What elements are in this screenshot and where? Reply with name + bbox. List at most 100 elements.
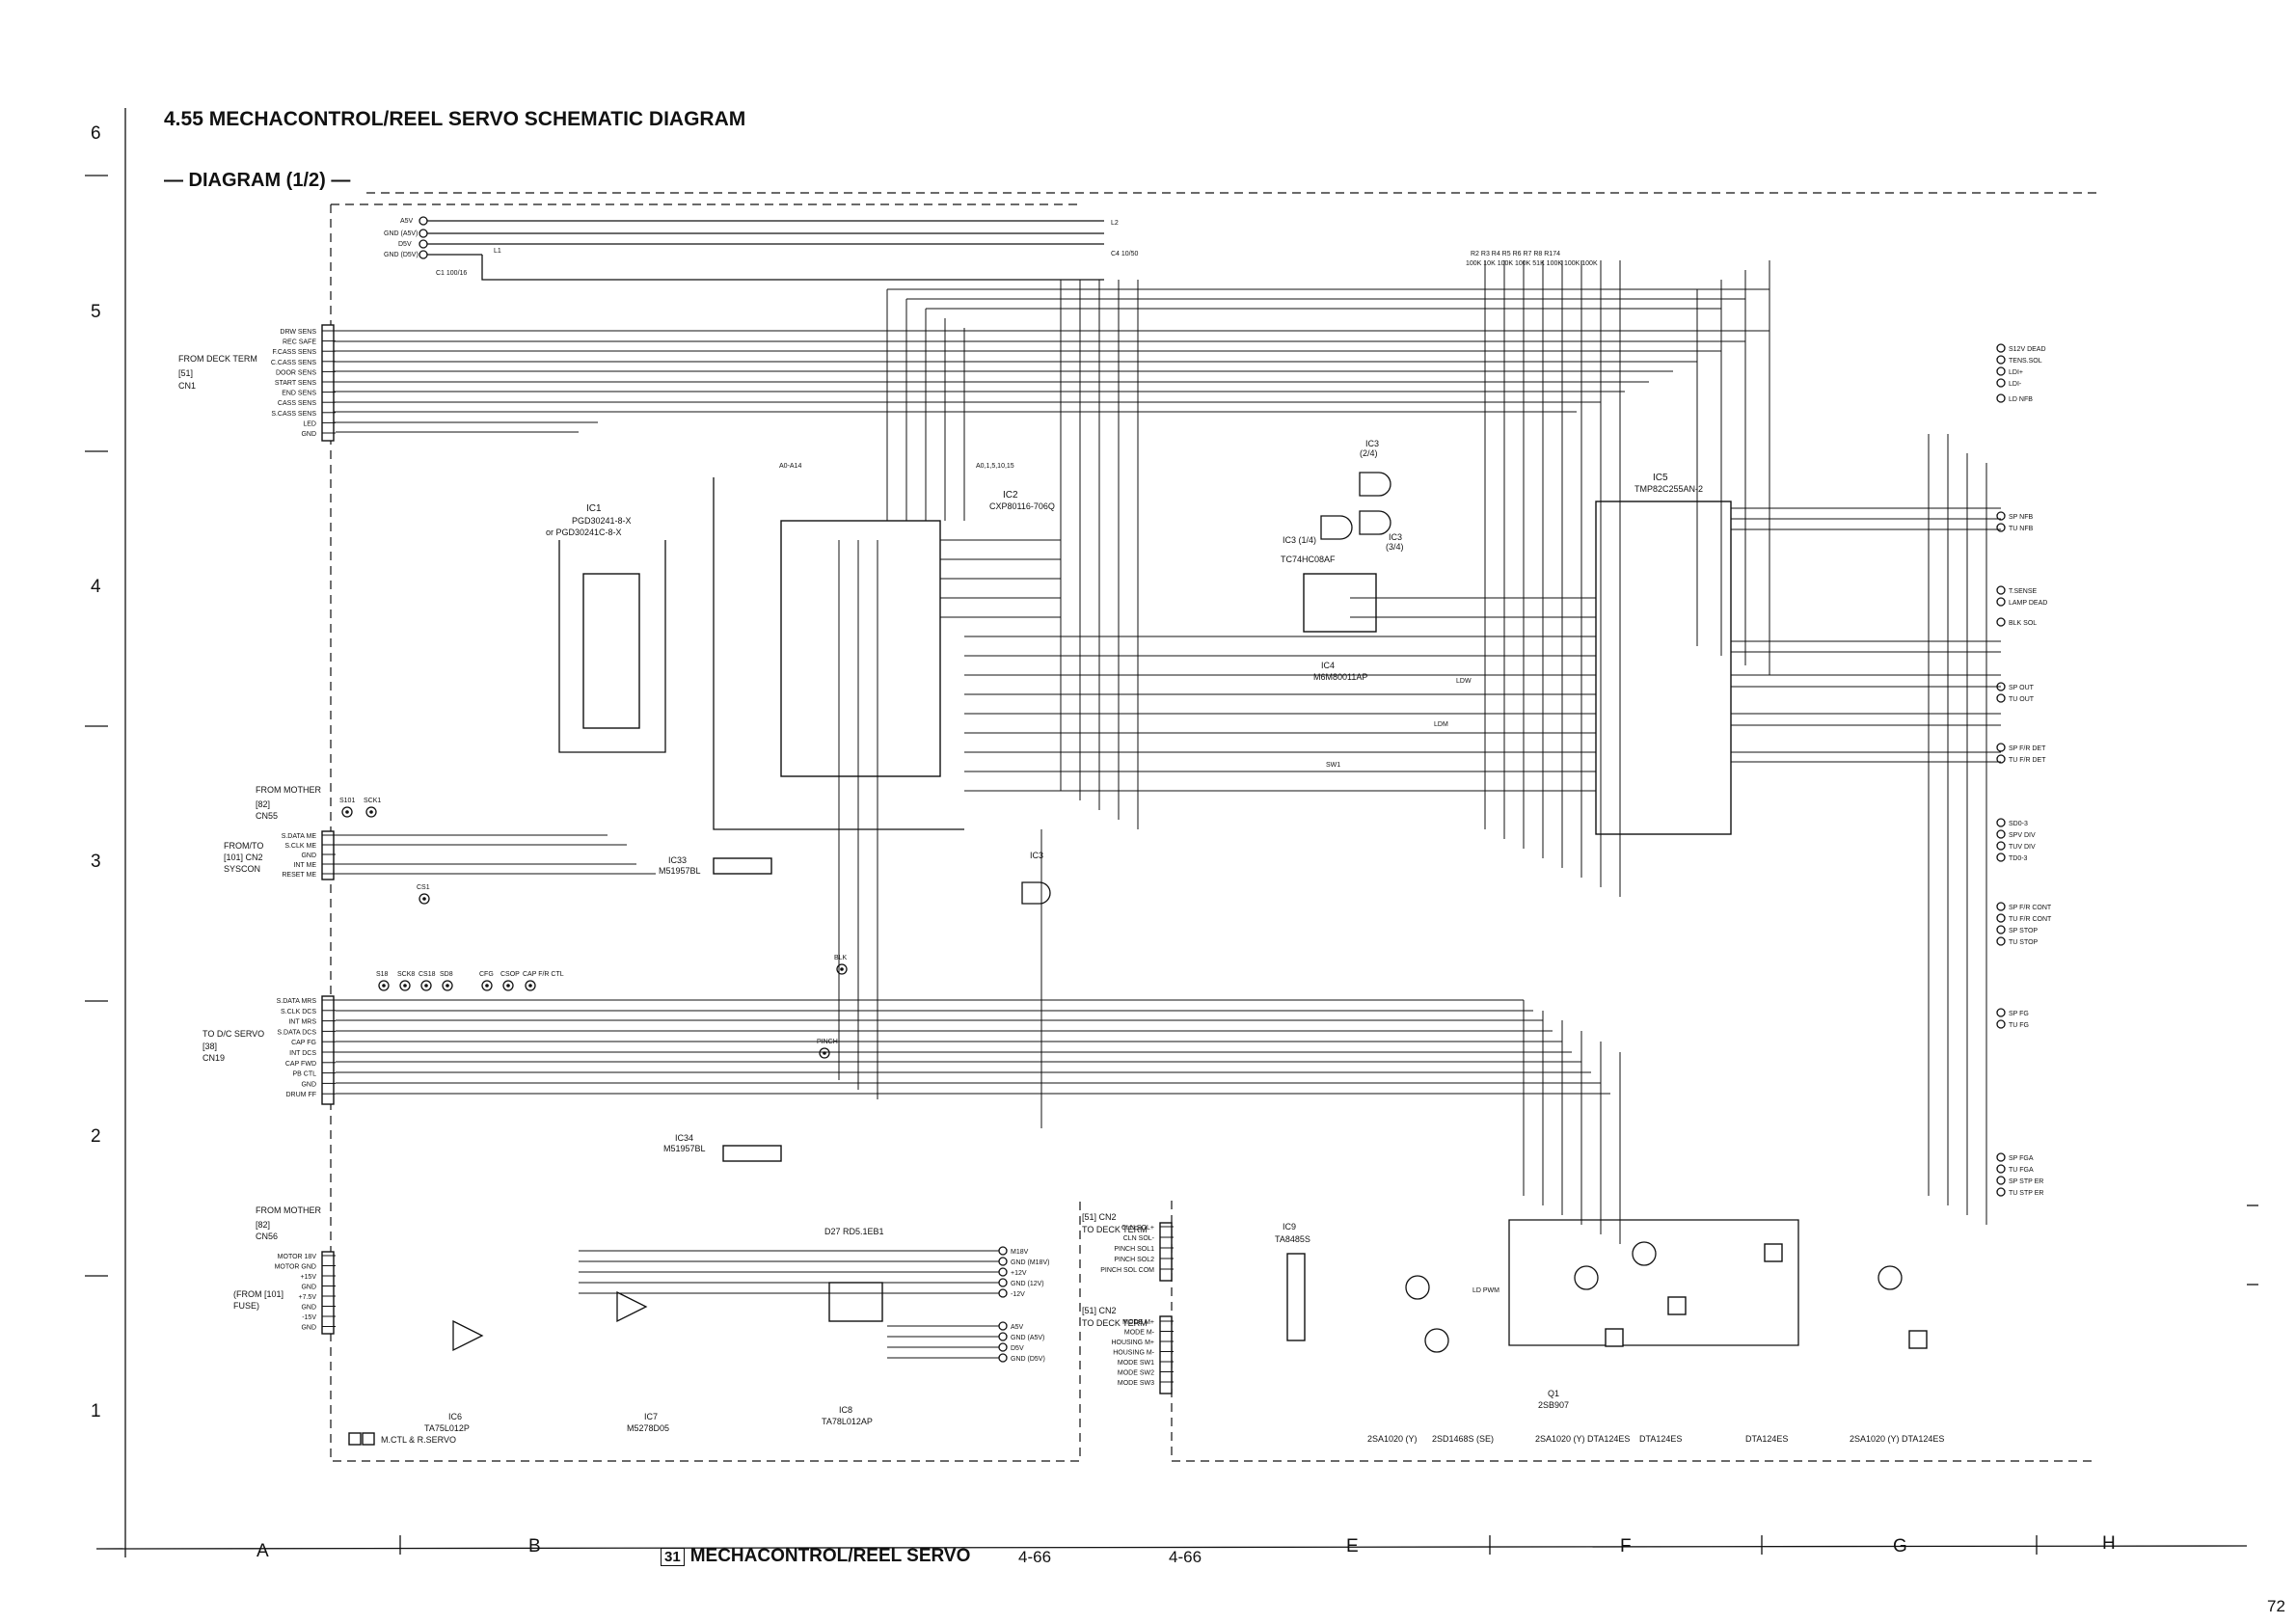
- cn1-pin-label: S.CASS SENS: [271, 411, 316, 418]
- cn19-pin-label: CAP FWD: [285, 1061, 316, 1068]
- grid-col-label: A: [257, 1541, 269, 1561]
- svg-text:M51957BL: M51957BL: [659, 866, 701, 876]
- cn1-pin-label: C.CASS SENS: [271, 360, 316, 366]
- test-point-label: S101: [339, 798, 355, 804]
- test-point-label: CS1: [417, 884, 430, 891]
- svg-text:IC9: IC9: [1283, 1222, 1296, 1232]
- svg-text:Q1: Q1: [1548, 1389, 1559, 1398]
- output-terminal: TU STP ER: [2009, 1190, 2043, 1197]
- resistor-array-top: R2 R3 R4 R5 R6 R7 R8 R174 100K 10K 100K …: [1466, 251, 1598, 267]
- svg-text:R2 R3 R4 R5 R6 R7 R8 R174: R2 R3 R4 R5 R6 R7 R8 R174: [1471, 251, 1560, 257]
- grid-row-label: 5: [91, 302, 101, 322]
- svg-text:2SD1468S (SE): 2SD1468S (SE): [1432, 1434, 1494, 1444]
- svg-text:GND (A5V): GND (A5V): [384, 230, 418, 237]
- cn19-pin-label: INT MRS: [288, 1019, 316, 1026]
- output-terminal: SP FG: [2009, 1011, 2029, 1017]
- svg-text:IC8: IC8: [839, 1405, 852, 1415]
- cn56-pin-label: -15V: [302, 1314, 316, 1321]
- svg-text:FROM MOTHER: FROM MOTHER: [256, 785, 321, 795]
- svg-text:M.CTL & R.SERVO: M.CTL & R.SERVO: [381, 1435, 456, 1445]
- page-subtitle: — DIAGRAM (1/2) —: [164, 170, 351, 191]
- footer-ref: 4-66: [1169, 1548, 1202, 1566]
- output-terminal: LAMP DEAD: [2009, 600, 2047, 607]
- page-number: 72: [2267, 1597, 2285, 1615]
- svg-text:TA78L012AP: TA78L012AP: [822, 1417, 873, 1426]
- cn1-pin-label: START SENS: [275, 380, 317, 387]
- svg-text:C1 100/16: C1 100/16: [436, 270, 467, 277]
- svg-text:M5278D05: M5278D05: [627, 1423, 669, 1433]
- output-terminal: TU FGA: [2009, 1167, 2034, 1174]
- svg-text:L2: L2: [1111, 220, 1119, 227]
- test-point-label: BLK: [834, 955, 848, 961]
- svg-text:IC3: IC3: [1365, 439, 1379, 448]
- output-terminal: TU OUT: [2009, 696, 2035, 703]
- bus-wires: [838, 260, 1987, 1244]
- svg-text:M6M80011AP: M6M80011AP: [1313, 672, 1367, 682]
- output-terminal: SPV DIV: [2009, 832, 2036, 839]
- cn55-pin-label: S.CLK ME: [284, 843, 316, 850]
- svg-text:IC2: IC2: [1003, 490, 1018, 501]
- ldm-label: LDM: [1434, 721, 1448, 728]
- cn56-pin-label: GND: [301, 1325, 316, 1332]
- svg-text:[38]: [38]: [203, 1042, 217, 1051]
- test-point-label: SCK8: [397, 971, 415, 978]
- cn56-pin-label: GND: [301, 1305, 316, 1312]
- svg-text:GND (D5V): GND (D5V): [384, 252, 419, 258]
- grid-col-label: H: [2102, 1533, 2116, 1554]
- grid-row-label: 4: [91, 577, 101, 597]
- svg-text:IC3: IC3: [1030, 851, 1043, 860]
- cn56-pin-label: +15V: [300, 1274, 316, 1281]
- output-terminal: SP STOP: [2009, 928, 2038, 934]
- power-output-label: A5V: [1011, 1324, 1024, 1331]
- ic1-chip: IC1 PGD30241-8-X or PGD30241C-8-X: [546, 503, 666, 753]
- output-terminal: LDI+: [2009, 369, 2023, 376]
- cn19-pin-label: INT DCS: [289, 1050, 316, 1057]
- grid-col-label: B: [528, 1536, 541, 1556]
- cn1-pin-label: GND: [301, 431, 316, 438]
- output-terminal: TU STOP: [2009, 939, 2039, 946]
- cn56-pin-label: +7.5V: [299, 1294, 317, 1301]
- cn55-pin-label: INT ME: [293, 862, 316, 869]
- cn1-pin-label: LED: [303, 420, 316, 427]
- cn1-pin-label: DOOR SENS: [276, 369, 316, 376]
- svg-text:TA8485S: TA8485S: [1275, 1234, 1310, 1244]
- output-terminal: SP FGA: [2009, 1155, 2034, 1162]
- output-terminal: TU NFB: [2009, 526, 2034, 532]
- power-output-label: GND (D5V): [1011, 1356, 1045, 1363]
- cn3-pin-label: MODE SW3: [1118, 1380, 1154, 1387]
- svg-text:IC33: IC33: [668, 855, 687, 865]
- svg-text:TO D/C SERVO: TO D/C SERVO: [203, 1029, 264, 1039]
- cn19-pin-label: DRUM FF: [286, 1092, 317, 1098]
- cn3-pin-label: MODE SW2: [1118, 1370, 1154, 1377]
- svg-text:IC3 (1/4): IC3 (1/4): [1283, 535, 1316, 545]
- output-terminal: LDI-: [2009, 381, 2022, 388]
- test-point-label: CAP F/R CTL: [523, 971, 564, 978]
- board-outline: [330, 192, 2097, 1462]
- svg-text:CN1: CN1: [178, 381, 196, 391]
- cn1-connector: FROM DECK TERM [51] CN1: [178, 324, 335, 442]
- cn55-connector: FROM MOTHER [82] CN55 FROM/TO [101] CN2 …: [224, 785, 335, 880]
- svg-text:CN56: CN56: [256, 1232, 278, 1241]
- svg-text:CN55: CN55: [256, 811, 278, 821]
- svg-text:[101] CN2: [101] CN2: [224, 853, 263, 862]
- cn56-pin-label: GND: [301, 1285, 316, 1291]
- output-terminal: SP STP ER: [2009, 1178, 2043, 1185]
- cn1-pin-label: F.CASS SENS: [272, 349, 316, 356]
- bus-label: A0,1,5,10,15: [976, 463, 1014, 470]
- output-terminal: S12V DEAD: [2009, 346, 2046, 353]
- cn55-pin-label: S.DATA ME: [282, 833, 317, 840]
- test-point-label: SD8: [440, 971, 453, 978]
- svg-text:[51]: [51]: [178, 368, 193, 378]
- output-terminal: SP OUT: [2009, 685, 2035, 691]
- svg-text:[82]: [82]: [256, 799, 270, 809]
- cn55-pin-label: GND: [301, 853, 316, 859]
- output-terminal: T.SENSE: [2009, 588, 2038, 595]
- output-terminal: TD0-3: [2009, 855, 2028, 862]
- cn1-pin-label: DRW SENS: [280, 329, 316, 336]
